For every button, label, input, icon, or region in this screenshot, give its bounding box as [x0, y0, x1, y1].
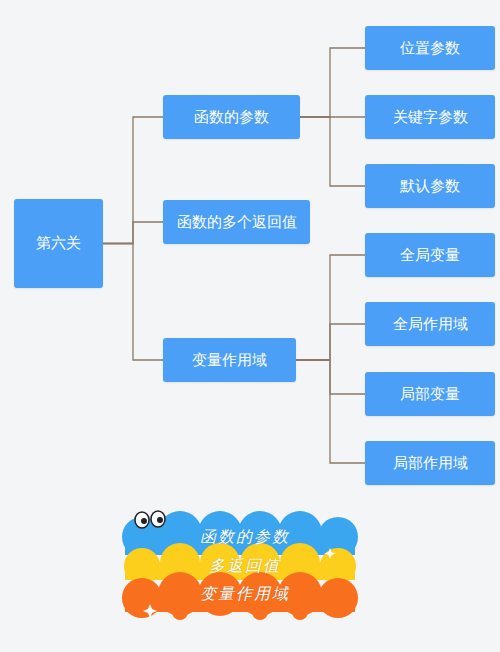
handwritten-label: 多返回值	[145, 556, 345, 577]
tree-connector	[103, 244, 163, 361]
handwritten-label: 函数的参数	[145, 527, 345, 548]
tree-connector	[103, 222, 163, 244]
handwritten-label: 变量作用域	[145, 584, 345, 605]
topic-box: 全局作用域	[365, 302, 495, 346]
tree-connector	[296, 255, 365, 360]
box-text: 局部变量	[400, 385, 460, 404]
topic-box: 位置参数	[365, 26, 495, 70]
box-text: 全局作用域	[393, 315, 468, 334]
topic-box: 局部作用域	[365, 441, 495, 485]
topic-box: 函数的多个返回值	[163, 200, 310, 244]
topic-box: 函数的参数	[163, 95, 300, 139]
box-text: 全局变量	[400, 246, 460, 265]
root-box: 第六关	[14, 199, 103, 288]
box-text: 函数的多个返回值	[177, 213, 297, 232]
tree-connector	[300, 117, 365, 186]
tree-connector	[300, 48, 365, 117]
tree-connector	[296, 324, 365, 360]
orange-blob	[122, 572, 358, 620]
topic-box: 默认参数	[365, 164, 495, 208]
topic-box: 全局变量	[365, 233, 495, 277]
tree-connector	[296, 360, 365, 463]
topic-box: 局部变量	[365, 372, 495, 416]
topic-box: 变量作用域	[163, 338, 296, 382]
yellow-blob	[124, 543, 356, 584]
box-text: 关键字参数	[393, 108, 468, 127]
box-text: 第六关	[36, 234, 81, 253]
topic-box: 关键字参数	[365, 95, 495, 139]
cartoon-eyes	[135, 511, 165, 528]
cartoon-illustration	[122, 511, 358, 620]
box-text: 变量作用域	[192, 351, 267, 370]
tree-connector	[103, 117, 163, 244]
box-text: 位置参数	[400, 39, 460, 58]
box-text: 局部作用域	[393, 454, 468, 473]
blue-blob	[122, 511, 358, 557]
box-text: 默认参数	[400, 177, 460, 196]
box-text: 函数的参数	[194, 108, 269, 127]
